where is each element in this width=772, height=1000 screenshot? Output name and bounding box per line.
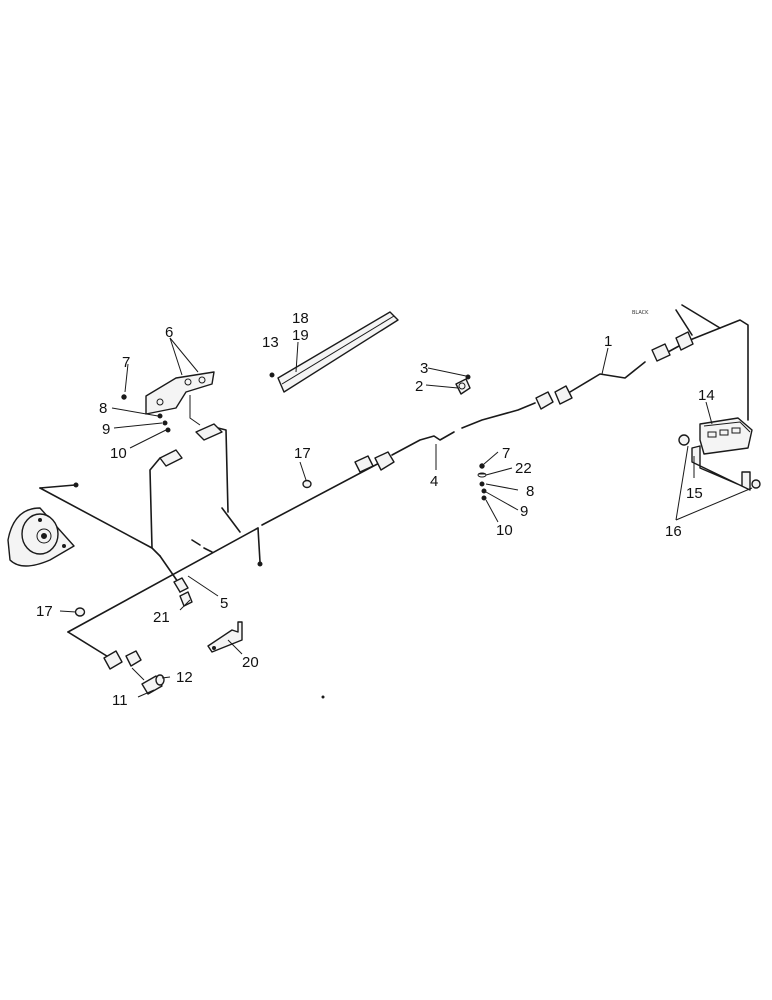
callout-20: 20 bbox=[242, 654, 259, 671]
main-harness-upper bbox=[391, 304, 749, 456]
fasteners-left bbox=[121, 394, 171, 433]
stray-dot bbox=[321, 695, 325, 699]
callout-9-right: 9 bbox=[520, 503, 528, 520]
callout-4: 4 bbox=[430, 473, 438, 490]
callout-14: 14 bbox=[698, 387, 715, 404]
callout-6: 6 bbox=[165, 324, 173, 341]
bulb-socket bbox=[131, 667, 165, 695]
callout-10-right: 10 bbox=[496, 522, 513, 539]
callout-3: 3 bbox=[420, 360, 428, 377]
fasteners-right bbox=[477, 463, 487, 501]
trim-strip-18-19 bbox=[269, 311, 399, 393]
callout-5: 5 bbox=[220, 595, 228, 612]
mounting-bracket-20 bbox=[207, 621, 243, 653]
callout-10-left: 10 bbox=[110, 445, 127, 462]
callout-labels: 1 2 3 4 5 6 7 8 9 10 11 12 13 14 15 16 1… bbox=[36, 310, 715, 709]
callout-1: 1 bbox=[604, 333, 612, 350]
wire-color-tag: BLACK bbox=[632, 310, 649, 316]
callout-15: 15 bbox=[686, 485, 703, 502]
callout-11: 11 bbox=[112, 692, 128, 709]
callout-13: 13 bbox=[262, 334, 279, 351]
callout-22: 22 bbox=[515, 460, 532, 477]
leader-lines bbox=[59, 337, 753, 698]
callout-17-mid: 17 bbox=[294, 445, 311, 462]
callout-18: 18 bbox=[292, 310, 309, 327]
callout-7-left: 7 bbox=[122, 354, 130, 371]
main-harness-lower bbox=[39, 427, 386, 659]
callout-9-left: 9 bbox=[102, 421, 110, 438]
grommets bbox=[74, 479, 312, 617]
callout-16: 16 bbox=[665, 523, 682, 540]
callout-7-right: 7 bbox=[502, 445, 510, 462]
callout-8-left: 8 bbox=[99, 400, 107, 417]
callout-21: 21 bbox=[153, 609, 170, 626]
harness-connectors bbox=[103, 331, 694, 670]
callout-8-right: 8 bbox=[526, 483, 534, 500]
callout-2: 2 bbox=[415, 378, 423, 395]
callout-17-left: 17 bbox=[36, 603, 53, 620]
tail-lamp bbox=[7, 482, 79, 567]
callout-12: 12 bbox=[176, 669, 193, 686]
callout-19: 19 bbox=[292, 327, 309, 344]
clip-2-3 bbox=[455, 374, 471, 395]
connector-bracket-plates bbox=[145, 371, 223, 467]
control-box-assembly bbox=[678, 417, 761, 491]
